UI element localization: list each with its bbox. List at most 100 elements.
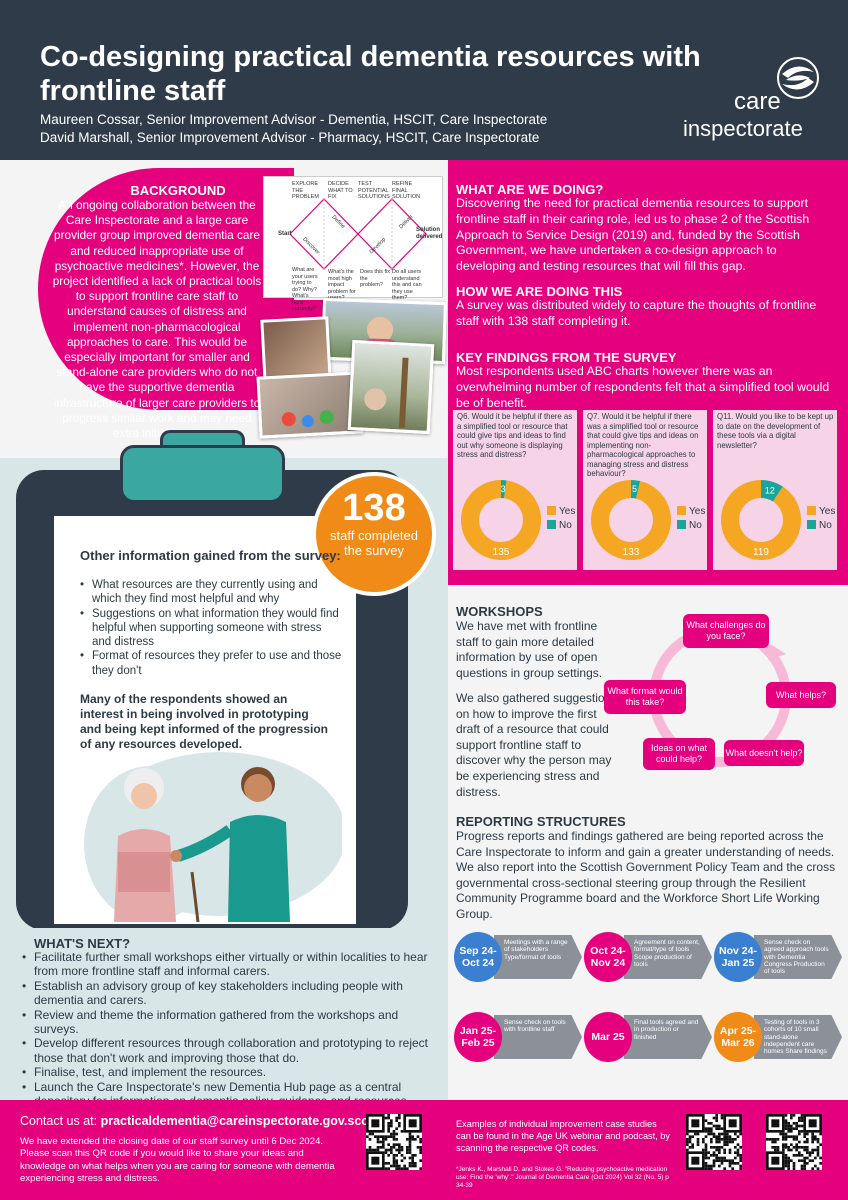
how-doing-text: A survey was distributed widely to captu… [456, 298, 817, 328]
legend-swatch-no [807, 520, 816, 529]
reporting-heading: REPORTING STRUCTURES [456, 814, 626, 829]
survey-card-q7: Q7. Would it be helpful if there was a s… [583, 410, 707, 570]
legend-label-yes: Yes [559, 506, 575, 517]
legend-label-no: No [689, 520, 702, 531]
reporting-text: Progress reports and findings gathered a… [456, 829, 836, 921]
legend-label-yes: Yes [689, 506, 705, 517]
timeline-step-text: Meetings with a range of stakeholders Ty… [494, 935, 582, 979]
author-1: Maureen Cossar, Senior Improvement Advis… [40, 112, 548, 127]
reference-text: *Jenks K., Marshall D. and Stokes G. "Re… [456, 1166, 669, 1189]
donut-label-no: 12 [765, 485, 775, 495]
how-doing-heading: HOW WE ARE DOING THIS [456, 284, 623, 299]
poster-title: Co-designing practical dementia resource… [40, 41, 701, 107]
timeline-step-text: Sense check on tools with frontline staf… [494, 1015, 582, 1059]
donut-slice-yes [591, 480, 671, 560]
whats-next-item: Facilitate further small workshops eithe… [20, 950, 438, 979]
other-info-heading: Other information gained from the survey… [80, 548, 341, 563]
other-info-item: Format of resources they prefer to use a… [78, 649, 343, 678]
timeline-step-date: Apr 25- Mar 26 [714, 1012, 762, 1062]
donut-label-yes: 135 [493, 547, 510, 558]
workshops-text-1: We have met with frontline staff to gain… [456, 619, 603, 680]
legend-label-yes: Yes [819, 506, 835, 517]
survey-question: Q7. Would it be helpful if there was a s… [587, 412, 699, 478]
cycle-box-challenges: What challenges do you face? [683, 614, 769, 648]
qr-code-podcast[interactable] [766, 1114, 822, 1170]
timeline-step-text: Agreement on content, format/type of too… [624, 935, 712, 979]
qr-code-survey[interactable] [366, 1114, 422, 1170]
survey-note: We have extended the closing date of our… [20, 1136, 335, 1185]
whats-next-item: Establish an advisory group of key stake… [20, 979, 438, 1008]
key-findings-heading: KEY FINDINGS FROM THE SURVEY [456, 350, 677, 365]
contact-line: Contact us at: practicaldementia@careins… [20, 1114, 373, 1128]
key-findings-text: Most respondents used ABC charts however… [456, 364, 830, 410]
workshops-text-2: We also gathered suggestions on how to i… [456, 691, 618, 799]
header-banner [0, 0, 848, 160]
stat-line-2: the survey [344, 543, 404, 558]
timeline-step-text: Testing of tools in 3 cohorts of 10 smal… [754, 1015, 842, 1059]
workshops-heading: WORKSHOPS [456, 604, 543, 619]
timeline-step-date: Sep 24- Oct 24 [454, 932, 502, 982]
carer-illustration [84, 752, 342, 922]
timeline-step-date: Jan 25- Feb 25 [454, 1012, 502, 1062]
donut-label-yes: 133 [623, 547, 640, 558]
logo-word-inspectorate: inspectorate [683, 116, 803, 141]
cycle-box-helps: What helps? [766, 682, 836, 708]
background-heading: BACKGROUND [130, 183, 226, 198]
timeline-step-text: Final tools agreed and in production or … [624, 1015, 712, 1059]
diamond-shapes [289, 198, 427, 270]
photo-gardening [347, 339, 435, 435]
legend-label-no: No [819, 520, 832, 531]
cycle-box-ideas: Ideas on what could help? [643, 738, 715, 770]
double-diamond-diagram: EXPLORE THE PROBLEM DECIDE WHAT TO FIX T… [263, 176, 443, 312]
survey-card-q6: Q6. Would it be helpful if there as a si… [453, 410, 577, 570]
what-doing-text: Discovering the need for practical demen… [456, 196, 810, 274]
whats-next-heading: WHAT'S NEXT? [34, 936, 131, 951]
background-blob [38, 168, 294, 410]
qr-code-icon [686, 1114, 742, 1170]
donut-slice-no [760, 480, 783, 502]
stat-number: 138 [342, 487, 406, 529]
what-doing-heading: WHAT ARE WE DOING? [456, 182, 604, 197]
timeline-step-date: Mar 25 [584, 1012, 632, 1062]
clipboard-clip [120, 445, 285, 503]
other-info-list: What resources are they currently using … [78, 578, 343, 678]
survey-card-q11: Q11. Would you like to be kept up to dat… [713, 410, 837, 570]
interest-text: Many of the respondents showed an intere… [80, 692, 329, 751]
cycle-box-doesnt-help: What doesn't help? [724, 740, 804, 766]
author-2: David Marshall, Senior Improvement Advis… [40, 130, 540, 145]
qr-code-icon [766, 1114, 822, 1170]
whats-next-item: Finalise, test, and implement the resour… [20, 1065, 438, 1080]
qr-code-webinar[interactable] [686, 1114, 742, 1170]
legend-swatch-yes [807, 506, 816, 515]
timeline-step: Testing of tools in 3 cohorts of 10 smal… [714, 1012, 844, 1062]
examples-text: Examples of individual improvement case … [456, 1119, 671, 1153]
donut-label-no: 3 [501, 484, 506, 494]
legend-swatch-no [677, 520, 686, 529]
contact-email-link[interactable]: practicaldementia@careinspectorate.gov.s… [100, 1114, 374, 1128]
whats-next-item: Review and theme the information gathere… [20, 1008, 438, 1037]
timeline-step: Meetings with a range of stakeholders Ty… [454, 932, 584, 982]
stat-line-1: staff completed [330, 528, 418, 543]
timeline-step: Sense check on tools with frontline staf… [454, 1012, 584, 1062]
cycle-box-format: What format would this take? [604, 680, 686, 714]
background-text: An ongoing collaboration between the Car… [52, 198, 262, 441]
timeline-step: Sense check on agreed approach tools wit… [714, 932, 844, 982]
timeline-step-date: Nov 24- Jan 25 [714, 932, 762, 982]
donut-label-yes: 119 [753, 547, 769, 558]
legend-label-no: No [559, 520, 572, 531]
other-info-item: Suggestions on what information they wou… [78, 607, 343, 650]
donut-slice-no [630, 480, 641, 499]
legend-swatch-yes [547, 506, 556, 515]
timeline-step-date: Oct 24- Nov 24 [584, 932, 632, 982]
legend-swatch-yes [677, 506, 686, 515]
other-info-item: What resources are they currently using … [78, 578, 343, 607]
legend-swatch-no [547, 520, 556, 529]
donut-slice-yes [721, 480, 801, 560]
qr-code-icon [366, 1114, 422, 1170]
care-inspectorate-logo-icon [777, 57, 819, 99]
whats-next-item: Develop different resources through coll… [20, 1036, 438, 1065]
contact-label: Contact us at: [20, 1114, 98, 1128]
